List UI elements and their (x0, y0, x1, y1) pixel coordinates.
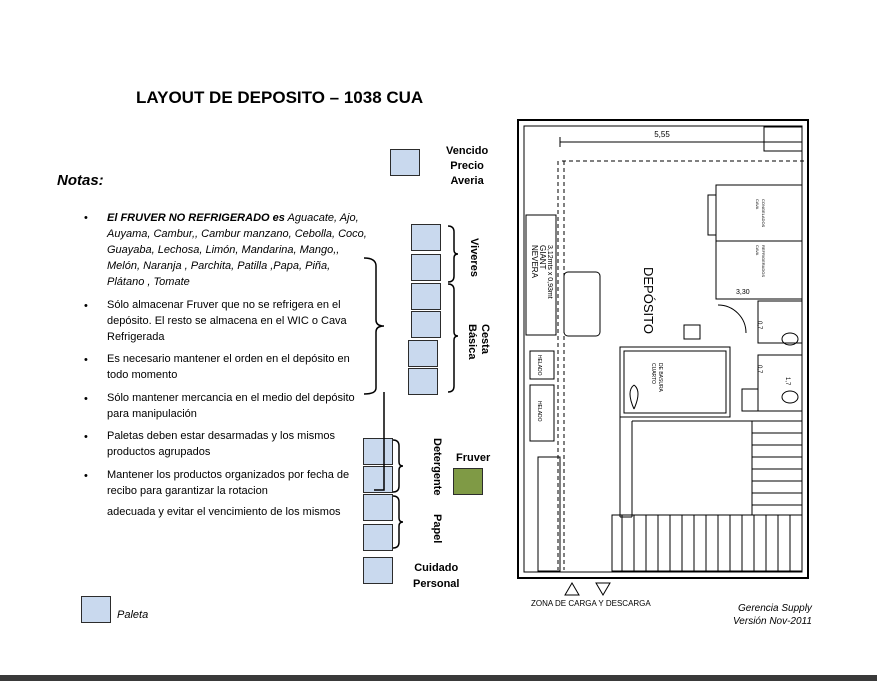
plan-nevera-line3: 3,12mts x 0,93mt (546, 245, 553, 299)
bottom-bar (0, 675, 877, 681)
plan-cava-1-line2: CONGELADOS (761, 199, 766, 228)
fruver-box (453, 468, 483, 495)
label-line: Precio (450, 160, 484, 172)
plan-cava-congelados (715, 184, 803, 242)
plan-cabinet (563, 271, 601, 337)
note-bold-prefix: El FRUVER NO REFRIGERADO es (107, 212, 285, 224)
plan-cuarto-basura (619, 346, 731, 418)
plan-stair-steps-right (752, 432, 802, 506)
bullet-icon: • (84, 431, 88, 443)
plan-dim-07a: 0,7 (756, 321, 762, 330)
plan-nevera-line1: NEVERA (530, 245, 539, 279)
plan-helado-2 (529, 384, 555, 442)
label-line: Personal (413, 578, 460, 590)
pallet-cesta (408, 340, 438, 367)
page-title: LAYOUT DE DEPOSITO – 1038 CUA (136, 88, 424, 107)
pallet-cesta (411, 283, 441, 310)
pallet-cesta (411, 311, 441, 338)
plan-cava-refrigerados (715, 240, 803, 300)
pallet-detergente (363, 438, 393, 465)
plan-cuarto-line2: DE BASURA (657, 363, 663, 393)
plan-dim-17: 1,7 (784, 377, 790, 386)
label-vencido: Vencido Precio Averia (446, 144, 488, 189)
pallet-cesta (408, 368, 438, 395)
plan-deposito: DEPÓSITO (641, 267, 656, 334)
note-text: Aguacate, Ajo, Auyama, Cambur,, Cambur m… (107, 212, 367, 288)
footer: Gerencia Supply Versión Nov-2011 (733, 602, 812, 628)
plan-central-walls (619, 417, 756, 518)
plan-outer-wall (517, 119, 809, 579)
pallet-cuidado (363, 557, 393, 584)
note-item: El FRUVER NO REFRIGERADO es Aguacate, Aj… (107, 210, 369, 290)
label-line: Averia (450, 175, 484, 187)
plan-room-corner (763, 126, 803, 152)
plan-stairs-lower (611, 514, 803, 572)
note-item: Es necesario mantener el orden en el dep… (107, 353, 350, 381)
plan-helado-1 (529, 350, 555, 380)
label-line: Cuidado (414, 562, 459, 574)
brace-papel (392, 495, 404, 549)
note-item: Sólo almacenar Fruver que no se refriger… (107, 299, 347, 343)
label-fruver: Fruver (456, 452, 491, 464)
plan-helado-2-label: HELADO (536, 401, 542, 422)
plan-bathroom-1 (757, 300, 803, 344)
plan-shelf-left (537, 456, 561, 572)
bullet-icon: • (84, 300, 88, 312)
plan-inner-wall (523, 125, 803, 573)
plan-cava-2-line2: REFRIGERADOS (761, 245, 766, 277)
loading-arrows (564, 582, 611, 596)
plan-dim-07b: 0,7 (756, 365, 762, 374)
note-item: Sólo mantener mercancia en el medio del … (107, 392, 355, 420)
note-item: Paletas deben estar desarmadas y los mis… (107, 430, 336, 458)
plan-cava-door (707, 194, 717, 236)
arrow-up-icon (564, 582, 580, 596)
pallet-viveres (411, 224, 441, 251)
pallet-papel (363, 524, 393, 551)
note-continuation: adecuada y evitar el vencimiento de los … (107, 506, 341, 518)
notes-heading: Notas: (57, 172, 104, 189)
pallet-legend (81, 596, 111, 623)
pallet-vencido (390, 149, 420, 176)
footer-line: Versión Nov-2011 (733, 616, 812, 627)
plan-toilet-2 (781, 390, 799, 404)
brace-detergente (392, 439, 404, 493)
bullet-icon: • (84, 470, 88, 482)
brace-cesta (447, 283, 459, 393)
plan-cuarto-inner (623, 350, 727, 414)
plan-helado-1-label: HELADO (536, 355, 542, 376)
plan-bathroom-2 (757, 354, 803, 412)
plan-cava-2-line1: CAVA (755, 245, 760, 256)
plan-toilet-1 (781, 332, 799, 346)
bullet-icon: • (84, 393, 88, 405)
brace-notes (363, 257, 385, 395)
plan-fixture (683, 324, 701, 340)
footer-line: Gerencia Supply (738, 603, 812, 614)
plan-dim-555: 5,55 (654, 130, 670, 139)
plan-nevera (525, 214, 557, 336)
pallet-papel (363, 494, 393, 521)
bullet-icon: • (84, 212, 88, 224)
note-item: Mantener los productos organizados por f… (107, 469, 350, 497)
arrow-down-icon (595, 582, 611, 596)
plan-stair-steps (621, 515, 791, 571)
zona-carga: ZONA DE CARGA Y DESCARGA (531, 599, 651, 608)
label-paleta: Paleta (117, 609, 149, 621)
plan-cuarto-line1: CUARTO (650, 363, 656, 384)
pallet-viveres (411, 254, 441, 281)
label-cuidado: Cuidado Personal (413, 560, 459, 592)
plan-cava-1-line1: CAVA (755, 199, 760, 210)
plan-nevera-line2: GIANT (538, 245, 547, 270)
plan-stairs-right (751, 420, 803, 516)
brace-viveres (447, 225, 459, 283)
pallet-detergente (363, 466, 393, 493)
floor-plan: 5,55 DEPÓSITO NEVERA GIANT 3,12mts x 0,9… (517, 119, 809, 579)
brace-connector (374, 392, 385, 491)
plan-door-double (629, 384, 639, 410)
bullet-icon: • (84, 354, 88, 366)
plan-dim-330: 3,30 (736, 289, 750, 296)
label-line: Vencido (446, 145, 489, 157)
plan-sink (741, 388, 759, 412)
plan-door-arc (717, 304, 747, 334)
